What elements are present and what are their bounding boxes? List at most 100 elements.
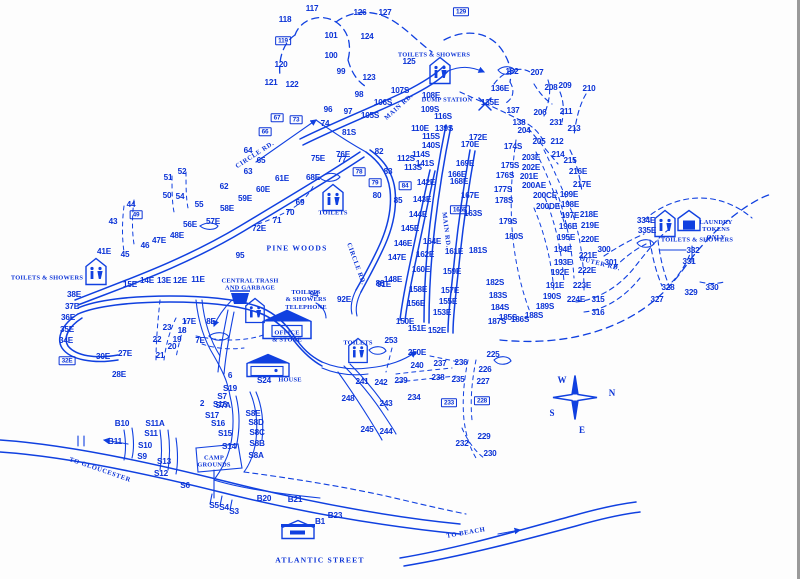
compass-rose-icon — [545, 368, 605, 433]
facility-label-house: HOUSE — [278, 376, 302, 384]
boxed-marker-79: 79 — [368, 178, 382, 188]
site-label-156e: 156E — [406, 298, 426, 308]
site-label-235: 235 — [451, 374, 465, 384]
site-label-64: 64 — [243, 145, 253, 155]
site-label-220e: 220E — [580, 234, 600, 244]
site-label-212: 212 — [550, 136, 564, 146]
site-label-159e: 159E — [442, 266, 462, 276]
site-label-121: 121 — [264, 77, 278, 87]
restroom-icon — [243, 297, 267, 330]
site-label-216e: 216E — [568, 166, 588, 176]
site-label-s7: S7 — [217, 391, 227, 401]
site-label-15e: 15E — [123, 279, 137, 289]
site-label-182s: 182S — [485, 277, 505, 287]
site-label-95: 95 — [235, 250, 245, 260]
site-label-71: 71 — [272, 215, 282, 225]
site-label-12e: 12E — [173, 275, 187, 285]
site-label-126: 126 — [353, 7, 367, 17]
site-label-187s: 187S — [487, 316, 507, 326]
boxed-marker-49: 49 — [129, 210, 143, 220]
site-label-19: 19 — [172, 334, 182, 344]
site-label-99: 99 — [336, 66, 346, 76]
site-label-109s: 109S — [420, 104, 440, 114]
site-label-41e: 41E — [97, 246, 111, 256]
site-label-97: 97 — [343, 106, 353, 116]
site-label-190s: 190S — [542, 291, 562, 301]
site-label-210: 210 — [582, 83, 596, 93]
site-label-148e: 148E — [383, 274, 403, 284]
site-label-231: 231 — [549, 117, 563, 127]
compass-label-left: S — [549, 408, 555, 418]
site-label-237: 237 — [433, 358, 447, 368]
site-label-72e: 72E — [252, 223, 266, 233]
site-label-206: 206 — [533, 107, 547, 117]
boxed-marker-73: 73 — [289, 115, 303, 125]
site-label-101: 101 — [324, 30, 338, 40]
site-label-s24: S24 — [257, 375, 271, 385]
site-label-232: 232 — [455, 438, 469, 448]
site-label-200ce: 200CE — [532, 190, 558, 200]
site-label-162e: 162E — [415, 249, 435, 259]
site-label-188s: 188S — [524, 310, 544, 320]
site-label-213: 213 — [567, 123, 581, 133]
site-label-7e: 7E — [195, 335, 205, 345]
site-label-224e: 224E — [566, 294, 586, 304]
site-label-170e: 170E — [460, 139, 480, 149]
boxed-marker-165e: 165E — [449, 205, 471, 215]
site-label-140s: 140S — [421, 140, 441, 150]
site-label-174s: 174S — [503, 141, 523, 151]
site-label-b20: B20 — [256, 493, 272, 503]
site-label-s10: S10 — [138, 440, 152, 450]
site-label-151e: 151E — [407, 323, 427, 333]
site-label-55: 55 — [194, 199, 204, 209]
site-label-6: 6 — [227, 370, 233, 380]
site-label-52: 52 — [177, 166, 187, 176]
site-label-20: 20 — [167, 341, 177, 351]
site-label-116s: 116S — [434, 111, 452, 121]
site-label-82: 82 — [374, 146, 384, 156]
site-label-50: 50 — [162, 190, 172, 200]
site-label-329: 329 — [684, 287, 698, 297]
restroom-icon — [346, 337, 370, 370]
site-label-28e: 28E — [112, 369, 126, 379]
site-label-14e: 14E — [140, 275, 154, 285]
site-label-334e: 334E — [636, 215, 656, 225]
site-label-335e: 335E — [637, 225, 657, 235]
site-label-328: 328 — [661, 282, 675, 292]
site-label-94: 94 — [309, 289, 319, 299]
site-label-199e: 199E — [559, 189, 579, 199]
site-label-196e: 196E — [558, 221, 578, 231]
site-label-157e: 157E — [440, 285, 460, 295]
site-label-172e: 172E — [468, 132, 488, 142]
site-label-113s: 113S — [404, 162, 422, 172]
site-label-238: 238 — [431, 372, 445, 382]
site-label-23: 23 — [162, 322, 172, 332]
site-label-250e: 250E — [407, 347, 427, 357]
site-label-63: 63 — [243, 166, 253, 176]
site-label-158e: 158E — [408, 284, 428, 294]
site-label-219e: 219E — [580, 220, 600, 230]
site-label-147e: 147E — [387, 252, 407, 262]
boxed-marker-233: 233 — [440, 398, 458, 408]
site-label-248: 248 — [341, 393, 355, 403]
site-label-62: 62 — [219, 181, 229, 191]
pine-woods-label: PINE WOODS — [266, 243, 328, 253]
boxed-marker-129: 129 — [452, 7, 470, 17]
site-label-s12: S12 — [154, 468, 168, 478]
boxed-marker-32e: 32E — [58, 356, 76, 366]
site-label-22: 22 — [152, 334, 162, 344]
site-label-194e: 194E — [553, 244, 573, 254]
site-label-13e: 13E — [157, 275, 171, 285]
site-label-s7a: S7A — [215, 400, 231, 410]
site-label-57e: 57E — [206, 216, 220, 226]
site-label-164e: 164E — [422, 236, 442, 246]
facility-label-camp-grounds-sign: CAMP GROUNDS — [197, 454, 231, 469]
site-label-114s: 114S — [412, 149, 430, 159]
compass-label-bottom: E — [578, 425, 586, 435]
site-label-166e: 166E — [447, 169, 467, 179]
site-label-s8a: S8A — [248, 450, 264, 460]
site-label-s17: S17 — [205, 410, 219, 420]
atlantic-street-label: ATLANTIC STREET — [275, 555, 365, 565]
site-label-316: 316 — [591, 307, 605, 317]
